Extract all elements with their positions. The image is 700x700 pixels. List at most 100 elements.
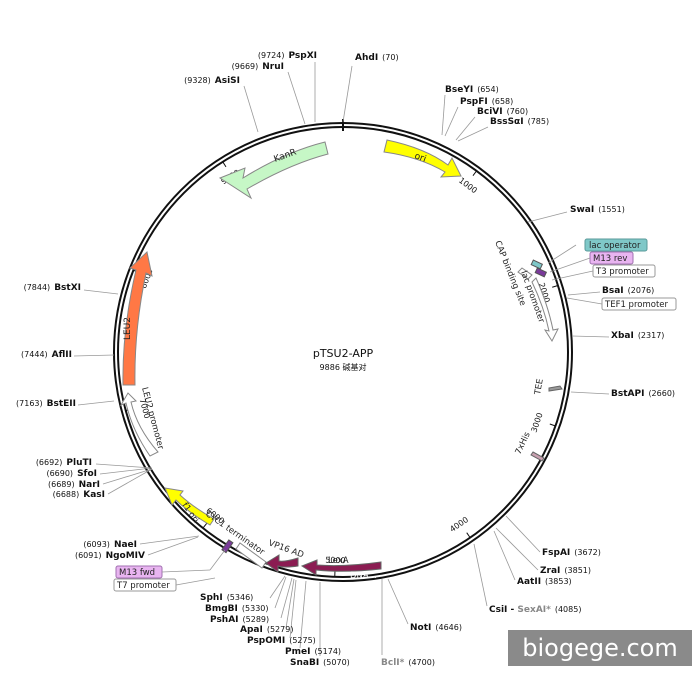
tef1-promoter-leader — [566, 297, 603, 305]
enzyme-leader-line — [269, 575, 286, 599]
m13-rev-leader — [549, 257, 591, 273]
enzyme-label[interactable]: BstAPI(2660) — [611, 389, 675, 399]
enzyme-label[interactable]: (9724)PspXI — [258, 51, 317, 61]
enzyme-label[interactable]: (6689)NarI — [48, 480, 100, 490]
enzyme-label[interactable]: BseYI(654) — [445, 85, 499, 95]
enzyme-label[interactable]: (9669)NruI — [232, 62, 284, 72]
ori-feature[interactable] — [383, 139, 462, 178]
enzyme-label[interactable]: (7163)BstEII — [16, 399, 76, 409]
enzyme-label[interactable]: (9328)AsiSI — [184, 76, 240, 86]
enzyme-leader-line — [280, 577, 293, 619]
tick-mark — [466, 532, 471, 538]
m13-rev-tag-label: M13 rev — [593, 254, 627, 264]
enzyme-label[interactable]: ZraI(3851) — [540, 566, 591, 576]
tick-mark — [552, 284, 559, 288]
7xhis-feature[interactable] — [530, 451, 545, 462]
enzyme-leader-line — [441, 94, 446, 136]
enzyme-leader-line — [274, 576, 287, 609]
enzyme-label[interactable]: BclI*(4700) — [381, 658, 435, 668]
enzyme-label[interactable]: (7444)AflII — [21, 350, 72, 360]
tick-mark — [222, 161, 227, 168]
enzyme-label[interactable]: (6091)NgoMIV — [75, 551, 145, 561]
enzyme-leader-line — [102, 468, 153, 485]
enzyme-leader-line — [139, 535, 200, 545]
tick-mark — [472, 170, 477, 177]
enzyme-leader-line — [444, 106, 459, 137]
vp16-ad-feature[interactable] — [265, 554, 299, 573]
m13-fwd-leader-b — [209, 549, 226, 571]
enzyme-label[interactable]: BciVI(760) — [477, 107, 528, 117]
plasmid-name: pTSU2-APP — [313, 347, 374, 360]
enzyme-label[interactable]: AatII(3853) — [517, 577, 572, 587]
enzyme-label[interactable]: FspAI(3672) — [542, 548, 601, 558]
enzyme-leader-line — [527, 211, 568, 223]
tick-label: 1000 — [457, 176, 479, 195]
lac-promoter-feature[interactable] — [531, 277, 559, 343]
enzyme-leader-lines — [73, 62, 610, 656]
enzyme-leader-line — [505, 515, 541, 553]
enzyme-label[interactable]: SnaBI(5070) — [290, 658, 350, 668]
t3-promoter-tag-label: T3 promoter — [595, 267, 649, 277]
enzyme-leader-line — [77, 400, 115, 406]
enzyme-leader-line — [387, 578, 409, 625]
enzyme-label[interactable]: (6692)PluTI — [36, 458, 92, 468]
enzyme-label[interactable]: SphI(5346) — [200, 593, 253, 603]
tee-feature[interactable] — [548, 385, 563, 392]
enzyme-label[interactable]: BmgBI(5330) — [205, 604, 269, 614]
enzyme-label[interactable]: SwaI(1551) — [570, 205, 625, 215]
enzyme-leader-line — [289, 579, 297, 639]
enzyme-label[interactable]: AhdI(70) — [355, 53, 399, 63]
enzyme-label[interactable]: (6690)SfoI — [46, 469, 97, 479]
lac-operator-tag-label: lac operator — [589, 241, 641, 251]
lac-operator-tag[interactable] — [584, 238, 648, 252]
enzyme-label[interactable]: ApaI(5279) — [240, 625, 293, 635]
cap-binding-site-feature[interactable] — [517, 267, 533, 280]
enzyme-label[interactable]: (7844)BstXI — [24, 283, 81, 293]
enzyme-label[interactable]: PmeI(5174) — [285, 647, 341, 657]
cyc1-terminator-feature[interactable] — [235, 542, 267, 569]
watermark: biogege.com — [508, 630, 692, 666]
enzyme-label[interactable]: PspFI(658) — [460, 97, 513, 107]
lexa-label: LexA — [328, 556, 349, 566]
enzyme-leader-line — [342, 65, 353, 123]
enzyme-leader-line — [147, 536, 199, 556]
enzyme-label[interactable]: BssSαI(785) — [490, 117, 549, 127]
lac-operator-mark[interactable] — [530, 259, 544, 270]
enzyme-leader-line — [299, 580, 307, 649]
enzyme-label[interactable]: (6093)NaeI — [83, 540, 137, 550]
m13-rev-mark[interactable] — [534, 267, 548, 278]
t3-promoter-leader — [551, 270, 594, 281]
tick-label: 4000 — [448, 515, 470, 534]
lexa-feature[interactable] — [300, 559, 382, 576]
enzyme-leader-line — [107, 468, 153, 495]
lexa-dna-label: DNA... — [350, 571, 377, 581]
enzyme-leader-line — [493, 530, 516, 581]
enzyme-label[interactable]: BsaI(2076) — [602, 286, 654, 296]
enzyme-leader-line — [99, 467, 153, 475]
enzyme-leader-line — [570, 391, 610, 395]
leu2-feature[interactable] — [122, 251, 153, 386]
leu2-label: LEU2 — [123, 317, 133, 340]
enzyme-leader-line — [95, 463, 153, 469]
enzyme-label[interactable]: PspOMI(5275) — [247, 636, 316, 646]
enzyme-label[interactable]: (6688)KasI — [53, 490, 105, 500]
leu2-promoter-feature[interactable] — [119, 392, 159, 457]
kanr-feature[interactable] — [218, 141, 329, 200]
enzyme-label[interactable]: PshAI(5289) — [210, 615, 269, 625]
enzyme-leader-line — [495, 527, 539, 571]
m13-fwd-leader — [161, 569, 211, 573]
enzyme-leader-line — [457, 126, 489, 142]
t7-promoter-tag-label: T7 promoter — [116, 581, 170, 591]
enzyme-label[interactable]: CsiI - SexAI*(4085) — [489, 605, 581, 615]
lac-operator-leader — [547, 244, 577, 264]
ori-label: ori — [413, 151, 427, 164]
tef1-promoter-tag-label: TEF1 promoter — [604, 300, 669, 310]
enzyme-label[interactable]: NotI(4646) — [410, 623, 462, 633]
enzyme-label[interactable]: XbaI(2317) — [611, 331, 664, 341]
tick-label: 3000 — [529, 411, 544, 433]
t7-promoter-leader — [175, 577, 216, 586]
enzyme-leader-line — [285, 578, 295, 629]
f1-ori-feature[interactable] — [164, 487, 215, 526]
